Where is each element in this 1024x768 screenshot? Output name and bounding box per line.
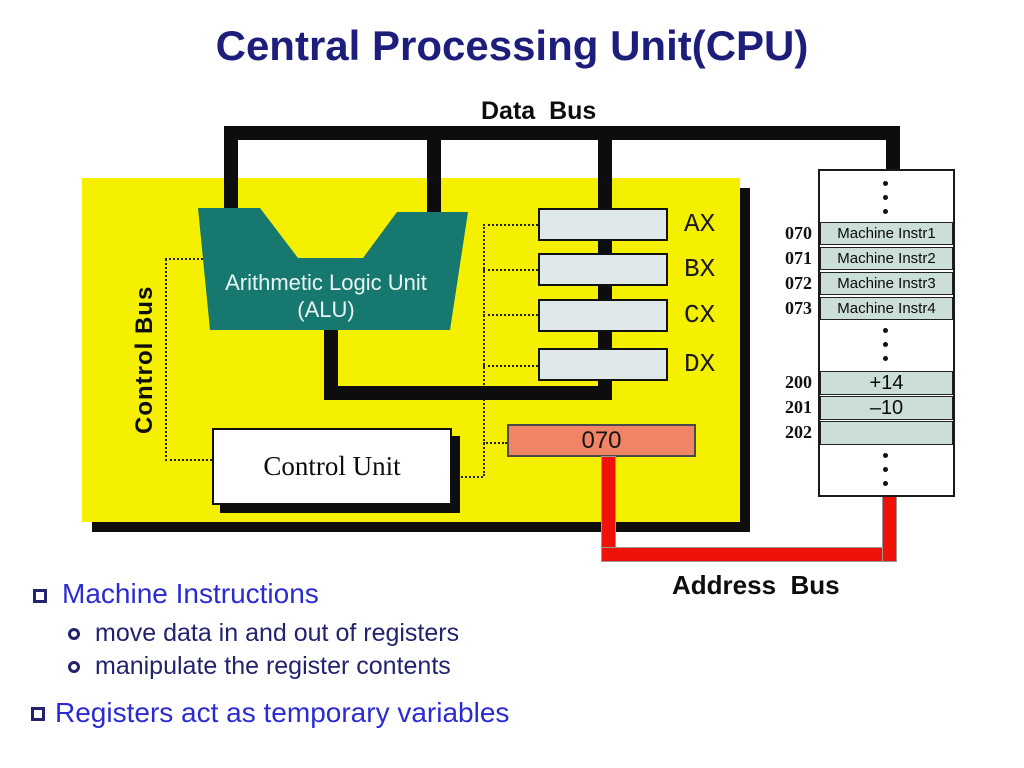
memory-row: Machine Instr2 <box>820 247 953 270</box>
address-bus-label: Address Bus <box>672 570 840 600</box>
square-bullet-icon <box>33 589 47 603</box>
bullet-registers-temporary: Registers act as temporary variables <box>55 697 510 728</box>
alu-shape <box>198 208 468 330</box>
memory-address-label: 200 <box>785 372 812 392</box>
memory-address-label: 071 <box>785 248 812 268</box>
register-label-dx: DX <box>684 349 716 379</box>
register-control-dotted-line <box>483 442 507 444</box>
memory-row: Machine Instr4 <box>820 297 953 320</box>
data-bus-line <box>224 126 900 140</box>
control-unit-box: Control Unit <box>212 428 452 505</box>
ellipsis-dots-icon <box>883 181 888 214</box>
register-box-cx <box>538 299 668 332</box>
register-label-bx: BX <box>684 254 716 284</box>
square-bullet-icon <box>31 707 45 721</box>
circle-bullet-icon <box>68 661 80 673</box>
ellipsis-dots-icon <box>883 453 888 486</box>
data-bus-line <box>427 126 441 218</box>
memory-address-label: 070 <box>785 223 812 243</box>
control-bus-dotted-line <box>165 459 212 461</box>
register-label-cx: CX <box>684 300 716 330</box>
register-control-dotted-line <box>483 314 538 316</box>
alu-output-line <box>324 386 612 400</box>
bullet-move-data: move data in and out of registers <box>95 619 460 647</box>
register-box-bx <box>538 253 668 286</box>
memory-row: –10 <box>820 396 953 420</box>
circle-bullet-icon <box>68 628 80 640</box>
control-bus-label: Control Bus <box>131 285 158 434</box>
memory-address-label: 072 <box>785 273 812 293</box>
register-control-dotted-line <box>483 224 485 476</box>
page-title: Central Processing Unit(CPU) <box>215 22 809 69</box>
register-control-dotted-line <box>483 224 538 226</box>
address-bus-line <box>883 497 896 561</box>
control-bus-dotted-line <box>165 259 167 461</box>
bullet-machine-instructions: Machine Instructions <box>62 578 319 609</box>
alu-label: Arithmetic Logic Unit (ALU) <box>181 269 471 323</box>
address-bus-line <box>602 457 615 561</box>
address-bus-line <box>602 548 896 561</box>
register-box-dx <box>538 348 668 381</box>
memory-row <box>820 421 953 445</box>
memory-address-label: 202 <box>785 422 812 442</box>
alu-label-line2: (ALU) <box>297 297 355 322</box>
register-control-dotted-line <box>483 365 538 367</box>
data-bus-line <box>886 126 900 178</box>
data-bus-label: Data Bus <box>481 97 597 125</box>
memory-row: +14 <box>820 371 953 395</box>
memory-row: Machine Instr3 <box>820 272 953 295</box>
register-box-ax <box>538 208 668 241</box>
register-control-dotted-line <box>483 269 538 271</box>
address-register-box: 070 <box>507 424 696 457</box>
register-control-dotted-line <box>448 476 483 478</box>
memory-address-label: 201 <box>785 397 812 417</box>
bullet-manipulate: manipulate the register contents <box>95 652 451 680</box>
control-bus-dotted-line <box>165 258 207 260</box>
memory-row: Machine Instr1 <box>820 222 953 245</box>
alu-label-line1: Arithmetic Logic Unit <box>225 270 427 295</box>
alu-output-line <box>324 320 338 400</box>
register-label-ax: AX <box>684 209 716 239</box>
memory-address-label: 073 <box>785 298 812 318</box>
ellipsis-dots-icon <box>883 328 888 361</box>
data-bus-line <box>224 126 238 218</box>
